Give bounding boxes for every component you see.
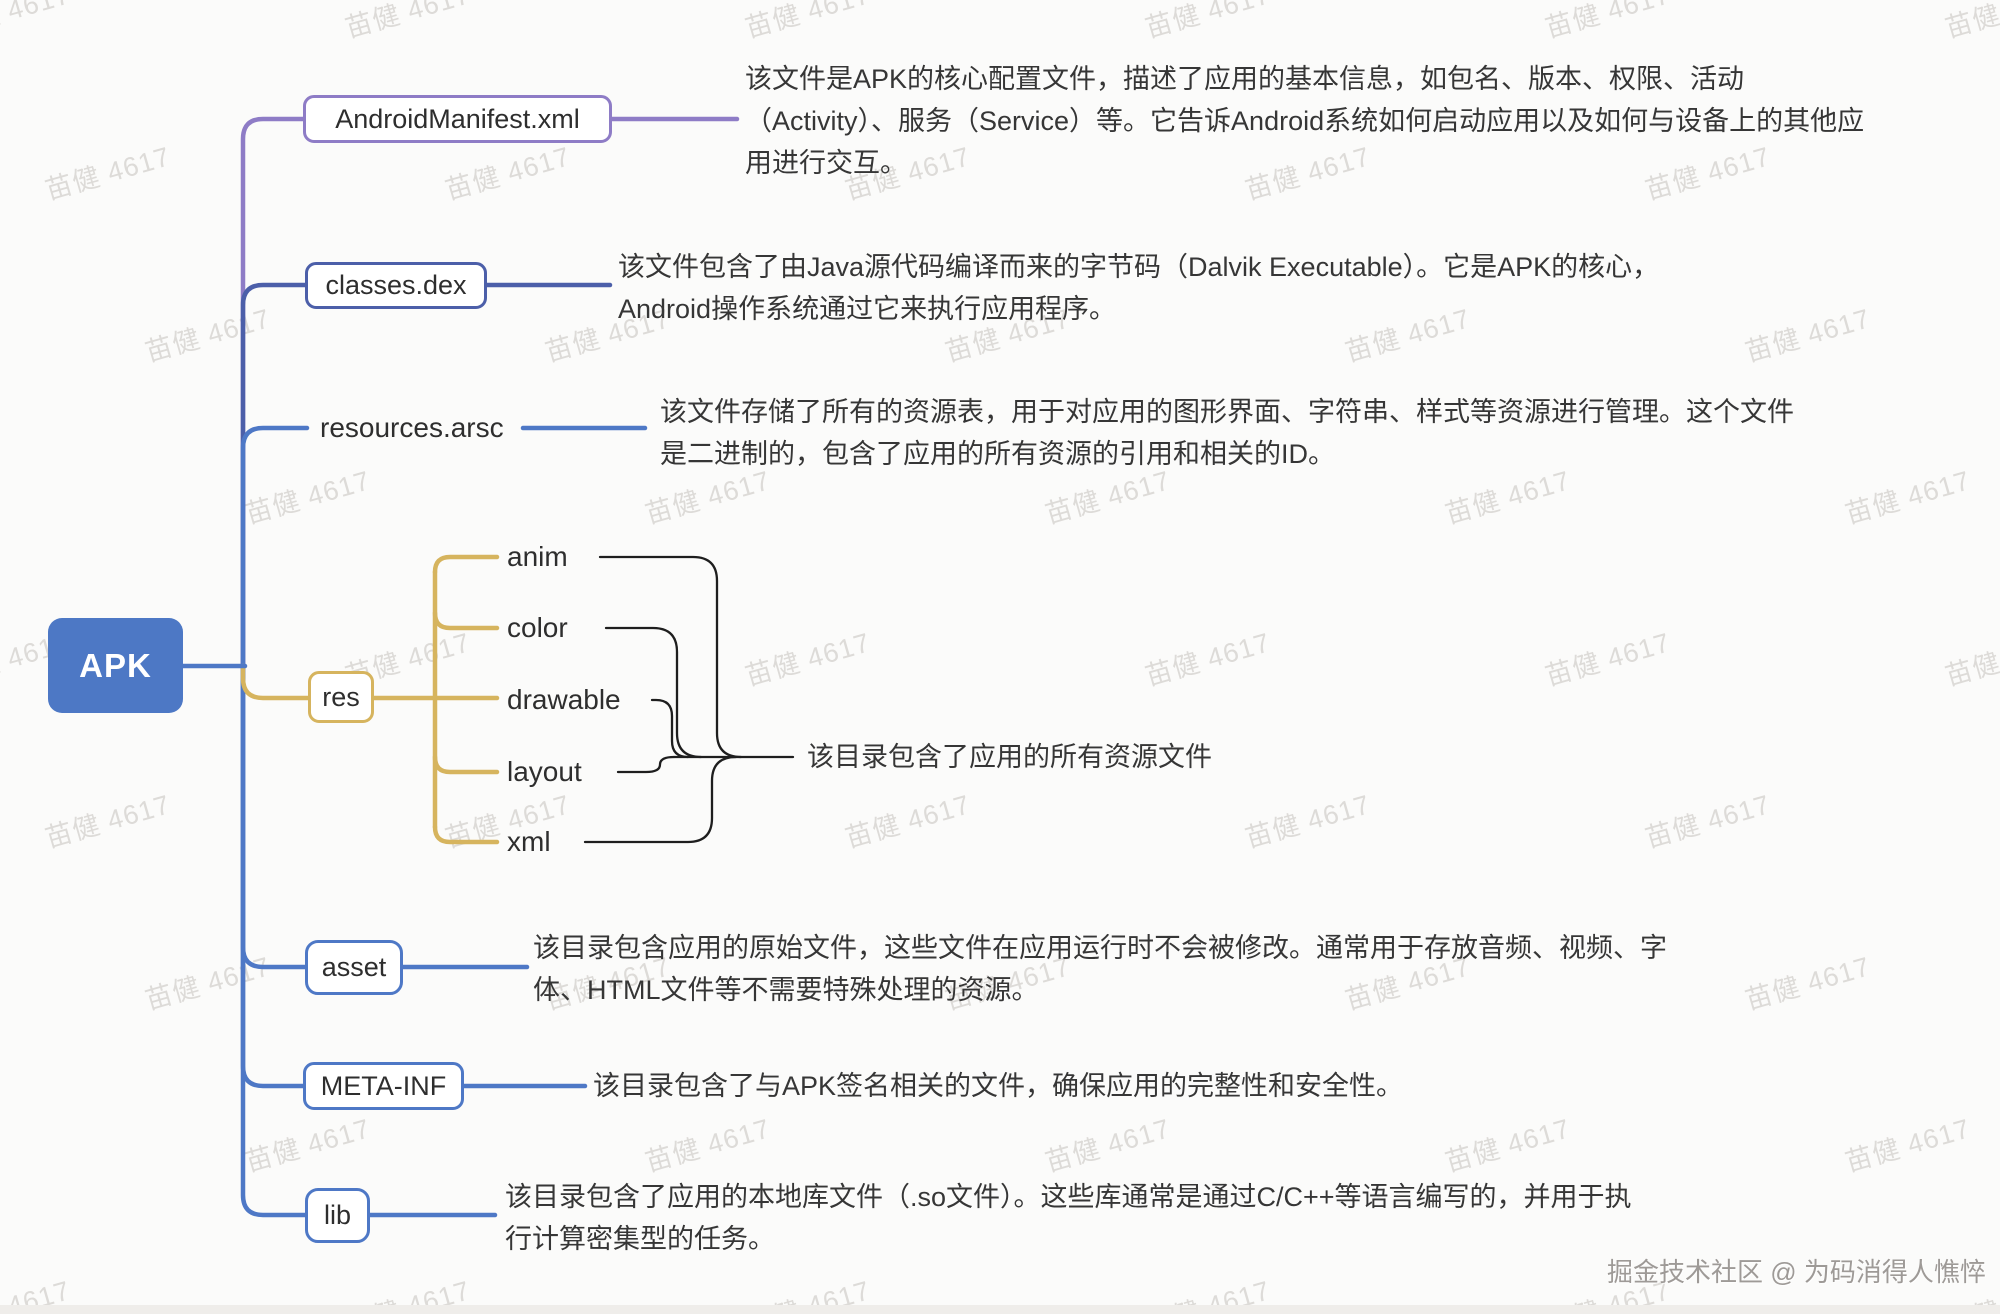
watermark-text: 苗健 4617 xyxy=(1441,1113,1574,1178)
desc-classes-dex[interactable]: 该文件包含了由Java源代码编译而来的字节码（Dalvik Executable… xyxy=(618,246,1659,330)
desc-line: 用进行交互。 xyxy=(745,148,907,178)
res-branch-anim xyxy=(432,554,500,575)
desc-line: 该文件存储了所有的资源表，用于对应用的图形界面、字符串、样式等资源进行管理。这个… xyxy=(660,397,1794,427)
watermark-text: 苗健 4617 xyxy=(1041,1113,1174,1178)
desc-meta-inf[interactable]: 该目录包含了与APK签名相关的文件，确保应用的完整性和安全性。 xyxy=(593,1065,1403,1107)
node-apk[interactable]: APK xyxy=(48,618,183,713)
watermark-text: 苗健 4617 xyxy=(1741,303,1874,368)
desc-line: 该文件是APK的核心配置文件，描述了应用的基本信息，如包名、版本、权限、活动 xyxy=(745,64,1745,94)
node-res[interactable]: res xyxy=(308,671,374,723)
watermark-text: 苗健 4617 xyxy=(341,0,474,44)
branch-asset xyxy=(240,663,308,970)
watermark-text: 苗健 4617 xyxy=(1941,0,2000,44)
node-res-color[interactable]: color xyxy=(507,612,568,643)
desc-android-manifest[interactable]: 该文件是APK的核心配置文件，描述了应用的基本信息，如包名、版本、权限、活动 （… xyxy=(745,58,1864,184)
watermark-text: 苗健 4617 xyxy=(641,1113,774,1178)
desc-line: 该目录包含了应用的本地库文件（.so文件）。这些库通常是通过C/C++等语言编写… xyxy=(505,1182,1632,1212)
res-branch-xml xyxy=(432,824,500,845)
node-res-anim[interactable]: anim xyxy=(507,541,568,572)
watermark-text: 苗健 4617 xyxy=(1141,0,1274,44)
watermark-text: 苗健 4617 xyxy=(141,951,274,1016)
desc-res-summary[interactable]: 该目录包含了应用的所有资源文件 xyxy=(807,736,1212,778)
watermark-text: 苗健 4617 xyxy=(41,789,174,854)
node-meta-inf[interactable]: META-INF xyxy=(303,1062,464,1110)
node-resources-arsc[interactable]: resources.arsc xyxy=(320,412,504,443)
desc-line: 该目录包含应用的原始文件，这些文件在应用运行时不会被修改。通常用于存放音频、视频… xyxy=(533,933,1667,963)
watermark-text: 苗健 4617 xyxy=(741,0,874,44)
node-classes-dex[interactable]: classes.dex xyxy=(305,262,487,309)
watermark-text: 苗健 4617 xyxy=(441,141,574,206)
desc-resources-arsc[interactable]: 该文件存储了所有的资源表，用于对应用的图形界面、字符串、样式等资源进行管理。这个… xyxy=(660,391,1794,475)
branch-resources-arsc xyxy=(240,425,310,669)
watermark-text: 苗健 4617 xyxy=(1741,951,1874,1016)
bracket-layout xyxy=(616,755,676,774)
branch-lib xyxy=(240,663,308,1218)
node-res-layout[interactable]: layout xyxy=(507,756,582,787)
branch-meta-inf xyxy=(240,663,306,1089)
desc-line: 该目录包含了与APK签名相关的文件，确保应用的完整性和安全性。 xyxy=(593,1071,1404,1101)
watermark-text: 苗健 4617 xyxy=(1541,0,1674,44)
watermark-text: 苗健 4617 xyxy=(41,141,174,206)
node-asset[interactable]: asset xyxy=(305,940,403,995)
desc-line: Android操作系统通过它来执行应用程序。 xyxy=(618,294,1117,324)
watermark-text: 苗健 4617 xyxy=(1841,465,1974,530)
branch-android-manifest xyxy=(240,116,306,669)
desc-line: 体、HTML文件等不需要特殊处理的资源。 xyxy=(533,975,1039,1005)
watermark-text: 苗健 4617 xyxy=(1141,627,1274,692)
watermark-text: 苗健 4617 xyxy=(1641,789,1774,854)
branch-res xyxy=(240,663,311,701)
watermark-text: 苗健 4617 xyxy=(241,1113,374,1178)
node-android-manifest[interactable]: AndroidManifest.xml xyxy=(303,95,612,143)
desc-line: （Activity）、服务（Service）等。它告诉Android系统如何启动… xyxy=(745,106,1865,136)
desc-lib[interactable]: 该目录包含了应用的本地库文件（.so文件）。这些库通常是通过C/C++等语言编写… xyxy=(505,1176,1632,1260)
watermark-text: 苗健 4617 xyxy=(1541,627,1674,692)
node-lib[interactable]: lib xyxy=(305,1188,370,1243)
desc-line: 该文件包含了由Java源代码编译而来的字节码（Dalvik Executable… xyxy=(618,252,1660,282)
bracket-anim xyxy=(598,555,743,759)
watermark-text: 苗健 4617 xyxy=(741,627,874,692)
watermark-text: 苗健 4617 xyxy=(1941,627,2000,692)
desc-line: 是二进制的，包含了应用的所有资源的引用和相关的ID。 xyxy=(660,439,1335,469)
watermark-text: 苗健 4617 xyxy=(141,303,274,368)
desc-line: 该目录包含了应用的所有资源文件 xyxy=(807,742,1212,772)
watermark-text: 苗健 4617 xyxy=(1241,789,1374,854)
node-res-drawable[interactable]: drawable xyxy=(507,684,621,715)
desc-line: 行计算密集型的任务。 xyxy=(505,1224,775,1254)
watermark-text: 苗健 4617 xyxy=(0,0,74,44)
watermark-text: 苗健 4617 xyxy=(1841,1113,1974,1178)
watermark-text: 苗健 4617 xyxy=(841,789,974,854)
branch-classes-dex xyxy=(240,282,308,669)
desc-asset[interactable]: 该目录包含应用的原始文件，这些文件在应用运行时不会被修改。通常用于存放音频、视频… xyxy=(533,927,1667,1011)
bottom-edge-strip xyxy=(0,1305,2000,1314)
watermark-text: 苗健 4617 xyxy=(241,465,374,530)
res-branch-color xyxy=(432,610,500,631)
res-branch-layout xyxy=(432,754,500,775)
bracket-drawable xyxy=(650,698,690,759)
node-res-xml[interactable]: xml xyxy=(507,826,551,857)
credit-watermark: 掘金技术社区 @ 为码消得人憔悴 xyxy=(1607,1257,1986,1287)
bracket-xml xyxy=(583,755,738,844)
